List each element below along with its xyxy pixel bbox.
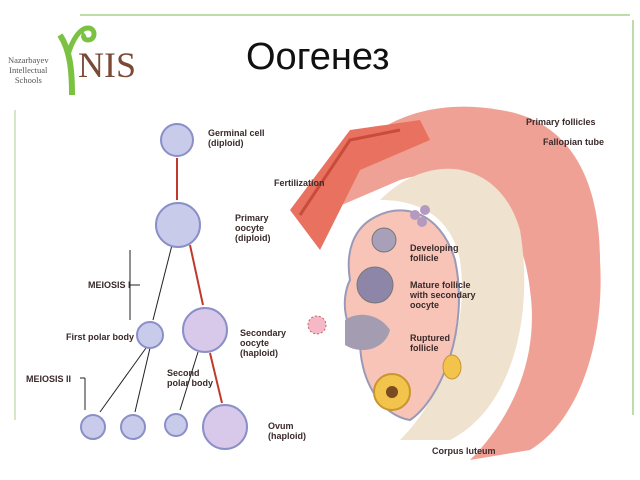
label-secondary-oocyte: Secondary oocyte (haploid) (240, 328, 287, 358)
label-developing-follicle: Developing follicle (410, 243, 459, 263)
label-first-polar-body: First polar body (66, 332, 135, 342)
germinal-cell (160, 123, 194, 157)
page-title: Оогенез (246, 36, 390, 78)
logo-text: Nazarbayev Intellectual Schools (8, 55, 49, 85)
label-ruptured-follicle: Ruptured follicle (410, 333, 450, 353)
ovum-cell (202, 404, 248, 450)
second-polar-body-cell (164, 413, 188, 437)
label-corpus-luteum: Corpus luteum (432, 446, 496, 456)
label-fertilization: Fertilization (274, 178, 325, 188)
label-fallopian-tube: Fallopian tube (543, 137, 605, 147)
label-second-polar-body: Second polar body (167, 368, 214, 388)
label-meiosis-1: MEIOSIS I (88, 280, 131, 290)
ovary-illustration (290, 106, 601, 460)
primary-oocyte-cell (155, 202, 201, 248)
secondary-oocyte-cell (182, 307, 228, 353)
label-primary-oocyte: Primary oocyte (diploid) (235, 213, 271, 243)
label-germinal-cell: Germinal cell (diploid) (208, 128, 265, 148)
nis-logo-icon (57, 25, 97, 96)
label-meiosis-2: MEIOSIS II (26, 374, 72, 384)
oogenesis-flow (80, 123, 248, 450)
label-mature-follicle: Mature follicle with secondary oocyte (410, 280, 476, 310)
polar-body-cell (80, 414, 106, 440)
label-ovum: Ovum (haploid) (268, 421, 306, 441)
polar-body-cell (120, 414, 146, 440)
first-polar-body-cell (136, 321, 164, 349)
logo-nis: NIS (78, 45, 137, 85)
label-primary-follicles: Primary follicles (526, 117, 596, 127)
